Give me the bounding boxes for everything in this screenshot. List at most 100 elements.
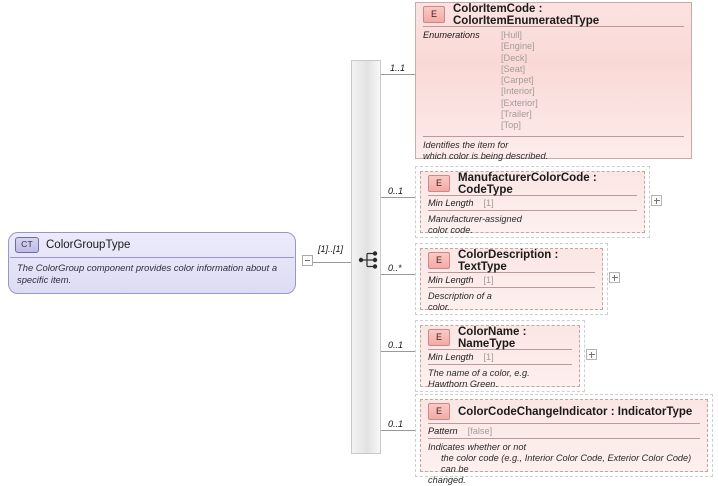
element-box-coloritemcode[interactable]: E ColorItemCode : ColorItemEnumeratedTyp… [415, 2, 692, 162]
element-type: NameType [458, 337, 516, 350]
complex-type-node-colorgrouptype[interactable]: CT ColorGroupType The ColorGroup compone… [8, 232, 296, 294]
element-documentation: Identifies the item for which color is b… [416, 137, 691, 162]
enumeration-item: [Seat] [501, 63, 526, 74]
plus-icon[interactable] [586, 349, 597, 360]
element-header: E ColorName : NameType [421, 325, 579, 350]
element-documentation: Manufacturer-assigned color code. [421, 211, 644, 236]
root-occurrence-label: [1]..[1] [318, 244, 344, 254]
documentation-line: color. [428, 302, 451, 312]
enumeration-item: [Carpet] [501, 75, 534, 86]
connector-to-colorname [381, 351, 415, 352]
documentation-line: Description of a [428, 291, 492, 301]
element-badge: E [428, 403, 450, 420]
element-title: ColorDescription : TextType [458, 249, 595, 273]
connector-to-coloritemcode [381, 74, 415, 75]
element-type: IndicatorType [617, 405, 693, 418]
cardinality-manufacturercolorcode: 0..1 [388, 186, 404, 196]
enumeration-item: [Hull] [501, 30, 522, 40]
connector-root-to-sequence [313, 262, 351, 263]
divider [428, 438, 700, 439]
element-documentation: The name of a color, e.g. Hawthorn Green… [421, 365, 579, 390]
facet-row: Pattern [false] [421, 424, 707, 438]
element-header: E ColorItemCode : ColorItemEnumeratedTyp… [416, 3, 691, 27]
element-separator: : [522, 325, 527, 338]
element-separator: : [554, 248, 559, 261]
facet-value: [1] [483, 275, 494, 285]
enumeration-item: [Deck] [501, 52, 528, 63]
divider [428, 210, 637, 211]
element-box-body: E ColorItemCode : ColorItemEnumeratedTyp… [415, 2, 692, 162]
element-header: E ColorCodeChangeIndicator : IndicatorTy… [421, 400, 707, 423]
enumeration-item: [Top] [501, 120, 521, 131]
facet-value: [1] [483, 352, 494, 362]
documentation-line: the color code (e.g., Interior Color Cod… [441, 453, 692, 474]
documentation-line: The name of a color, e.g. [428, 368, 530, 378]
enumerations-label: Enumerations [423, 30, 480, 40]
connector-to-colordescription [381, 274, 415, 275]
element-type: CodeType [458, 183, 513, 196]
element-type: ColorItemEnumeratedType [453, 14, 600, 27]
element-header: E ManufacturerColorCode : CodeType [421, 172, 644, 196]
facet-row: Min Length [1] [421, 196, 644, 210]
divider [423, 135, 684, 137]
element-box-body: E ColorDescription : TextType Min Length… [420, 248, 603, 313]
cardinality-colorname: 0..1 [388, 340, 404, 350]
element-name: ColorName [458, 325, 520, 338]
facet-name: Pattern [428, 426, 458, 436]
element-box-outline [415, 243, 608, 315]
element-title: ColorItemCode : ColorItemEnumeratedType [453, 3, 684, 27]
facet-value: [false] [467, 426, 493, 436]
element-box-outline [415, 320, 585, 392]
element-name: ColorCodeChangeIndicator [458, 405, 608, 418]
element-badge: E [428, 329, 450, 346]
facet-name: Min Length [428, 198, 474, 208]
enumerations-list: [Hull] [Engine] [Deck] [Seat] [Carpet] [… [501, 30, 538, 132]
enumeration-item: [Interior] [501, 86, 535, 97]
element-box-manufacturercolorcode[interactable]: E ManufacturerColorCode : CodeType Min L… [415, 166, 650, 238]
element-documentation: Indicates whether or not the color code … [421, 439, 707, 486]
sequence-icon[interactable] [358, 251, 382, 269]
divider [428, 287, 595, 288]
cardinality-colorcodechangeindicator: 0..1 [388, 419, 404, 429]
plus-icon[interactable] [609, 272, 620, 283]
enumeration-item: [Trailer] [501, 109, 532, 120]
element-box-outline [415, 394, 713, 477]
enumeration-item: [Exterior] [501, 97, 538, 108]
element-name: ColorDescription [458, 248, 552, 261]
cardinality-colordescription: 0..* [388, 263, 402, 273]
element-name: ManufacturerColorCode [458, 171, 590, 184]
element-header: E ColorDescription : TextType [421, 249, 602, 273]
facet-name: Min Length [428, 352, 474, 362]
documentation-line: changed. [428, 475, 466, 485]
element-documentation: Description of a color. [421, 288, 602, 313]
complex-type-badge: CT [15, 237, 39, 253]
complex-type-documentation: The ColorGroup component provides color … [17, 262, 278, 285]
documentation-line: Indicates whether or not [428, 442, 527, 452]
complex-type-title: ColorGroupType [46, 239, 131, 251]
element-box-colorname[interactable]: E ColorName : NameType Min Length [1] Th… [415, 320, 585, 392]
element-box-body: E ColorCodeChangeIndicator : IndicatorTy… [420, 399, 708, 485]
element-title: ManufacturerColorCode : CodeType [458, 172, 637, 196]
element-separator: : [538, 2, 543, 15]
element-box-colorcodechangeindicator[interactable]: E ColorCodeChangeIndicator : IndicatorTy… [415, 394, 713, 485]
element-badge: E [428, 175, 450, 192]
element-name: ColorItemCode [453, 2, 536, 15]
complex-type-header: CT ColorGroupType [9, 233, 295, 257]
divider [10, 257, 294, 258]
minus-icon[interactable] [302, 255, 313, 266]
plus-icon[interactable] [651, 195, 662, 206]
connector-to-manufacturercolorcode [381, 197, 415, 198]
facet-value: [1] [483, 198, 494, 208]
enumeration-item: [Engine] [501, 41, 535, 52]
element-badge: E [428, 252, 450, 269]
element-separator: : [592, 171, 597, 184]
divider [423, 26, 684, 27]
element-box-colordescription[interactable]: E ColorDescription : TextType Min Length… [415, 243, 608, 315]
sequence-compositor-column[interactable] [351, 60, 381, 454]
documentation-line: Identifies the item for [423, 139, 509, 150]
documentation-line: color code. [428, 225, 473, 235]
element-type: TextType [458, 260, 507, 273]
documentation-line: Manufacturer-assigned [428, 214, 522, 224]
cardinality-coloritemcode: 1..1 [390, 63, 406, 73]
